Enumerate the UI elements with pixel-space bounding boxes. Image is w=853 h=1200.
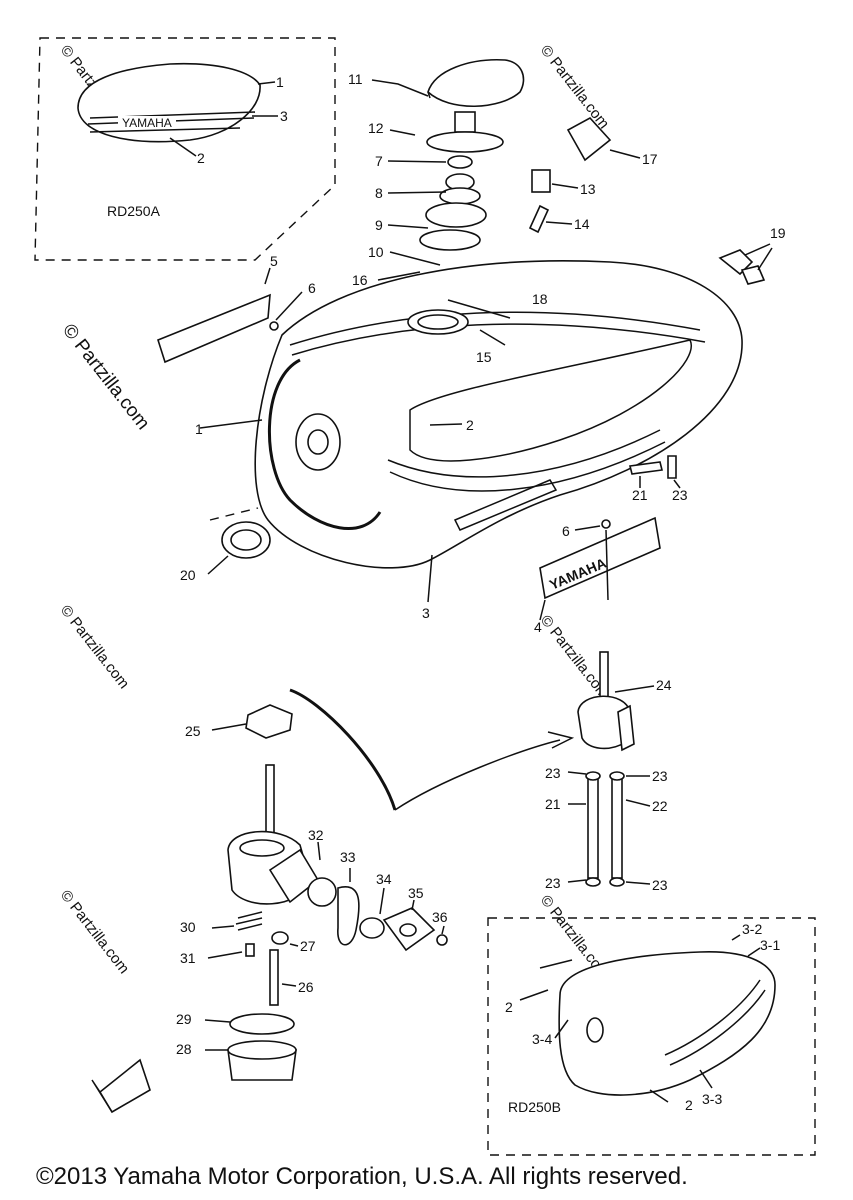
- callout-7: 7: [375, 153, 383, 169]
- callout-25: 25: [185, 723, 201, 739]
- callout-22: 22: [652, 798, 668, 814]
- callout-31: 31: [180, 950, 196, 966]
- callout-23: 23: [672, 487, 688, 503]
- callout-30: 30: [180, 919, 196, 935]
- callout-6: 6: [308, 280, 316, 296]
- callout-9: 9: [375, 217, 383, 233]
- petcock-assembly: 25 32 33 34 35 36 30 31 27 26: [91, 688, 575, 1114]
- fuel-petcock-24: 24 23 23 21 22 23 23: [545, 651, 672, 893]
- callout-15: 15: [476, 349, 492, 365]
- callout-21: 21: [632, 487, 648, 503]
- tank-mount-parts: 17 13 14 19: [528, 116, 786, 285]
- callout-23-d: 23: [652, 877, 668, 893]
- callout-3-4: 3-4: [532, 1031, 552, 1047]
- callout-26: 26: [298, 979, 314, 995]
- callout-20: 20: [180, 567, 196, 583]
- inset-rd250a: YAMAHA 1 3 2 RD250A: [34, 37, 336, 261]
- copyright-notice: ©2013 Yamaha Motor Corporation, U.S.A. A…: [36, 1163, 688, 1190]
- callout-19: 19: [770, 225, 786, 241]
- tank-emblem-small: YAMAHA: [122, 116, 172, 130]
- callout-10: 10: [368, 244, 384, 260]
- callout-27: 27: [300, 938, 316, 954]
- callout-32: 32: [308, 827, 324, 843]
- callout-1-tank: 1: [195, 421, 203, 437]
- tank-bolts-21-23: 21 23: [629, 455, 688, 503]
- callout-2-inset-bottom: 2: [685, 1097, 693, 1113]
- callout-18: 18: [532, 291, 548, 307]
- callout-13: 13: [580, 181, 596, 197]
- callout-2: 2: [197, 150, 205, 166]
- callout-3-3: 3-3: [702, 1091, 722, 1107]
- callout-11: 11: [348, 71, 363, 87]
- callout-3-1: 3-1: [760, 937, 780, 953]
- callout-14: 14: [574, 216, 590, 232]
- callout-24: 24: [656, 677, 672, 693]
- filler-cap-20: 20: [180, 507, 271, 583]
- callout-29: 29: [176, 1011, 192, 1027]
- callout-21-pipe: 21: [545, 796, 561, 812]
- callout-33: 33: [340, 849, 356, 865]
- callout-12: 12: [368, 120, 384, 136]
- callout-2-tank: 2: [466, 417, 474, 433]
- callout-17: 17: [642, 151, 658, 167]
- callout-6-emblem: 6: [562, 523, 570, 539]
- callout-23-a: 23: [545, 765, 561, 781]
- watermark-tile: © Partzilla.com: [57, 602, 133, 692]
- callout-4: 4: [534, 619, 542, 635]
- callout-3-2: 3-2: [742, 921, 762, 937]
- callout-23-b: 23: [652, 768, 668, 784]
- inset-rd250b: 3-2 3-1 2 3-4 2 3-3 RD250B: [487, 917, 816, 1156]
- callout-3: 3: [280, 108, 288, 124]
- side-watermark: © Partzilla.com: [58, 320, 153, 434]
- callout-2-inset: 2: [505, 999, 513, 1015]
- callout-1: 1: [276, 74, 284, 90]
- inset-title-rd250a: RD250A: [107, 203, 161, 219]
- callout-34: 34: [376, 871, 392, 887]
- fuel-cap-assembly: 11 12 7 8 9 10 16: [348, 59, 525, 288]
- inset-title-rd250b: RD250B: [508, 1099, 561, 1115]
- side-emblem-5: 5 6: [157, 253, 316, 364]
- callout-23-c: 23: [545, 875, 561, 891]
- callout-8: 8: [375, 185, 383, 201]
- main-fuel-tank: 1 2 3 18 15: [195, 260, 743, 621]
- callout-28: 28: [176, 1041, 192, 1057]
- callout-16: 16: [352, 272, 368, 288]
- callout-5: 5: [270, 253, 278, 269]
- watermark-tile: © Partzilla.com: [537, 42, 613, 132]
- callout-35: 35: [408, 885, 424, 901]
- watermark-tile: © Partzilla.com: [57, 887, 133, 977]
- callout-36: 36: [432, 909, 448, 925]
- callout-3-tank: 3: [422, 605, 430, 621]
